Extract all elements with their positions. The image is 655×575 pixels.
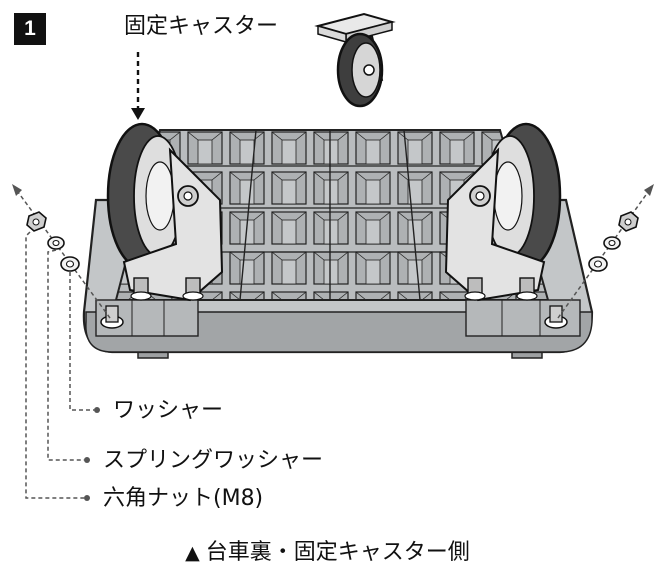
hex-nut-leader-dot [84,495,90,501]
left-spring-washer-icon [47,236,65,250]
spring-washer-leader-dot [84,457,90,463]
spring-washer-leader-line [47,249,84,461]
corner-bolt-right [544,305,568,329]
fixed-caster-label: 固定キャスター [124,14,279,39]
left-washer-icon [60,256,80,272]
washer-label: ワッシャー [113,398,224,423]
right-spring-washer-icon [603,236,621,250]
corner-bolt-left [100,305,124,329]
caster-pointer-arrow [131,52,145,120]
left-caster [106,122,224,302]
caption-text: 台車裏・固定キャスター側 [205,540,470,565]
fixed-caster-icon [314,12,396,108]
right-washer-icon [588,256,608,272]
hex-nut-label: 六角ナット(M8) [103,486,264,511]
right-fastener-set [557,184,654,319]
caption-triangle-marker: ▲ [185,542,200,564]
step-number-badge: 1 [14,13,46,45]
right-hex-nut-icon [618,211,639,232]
left-hex-nut-icon [26,211,47,232]
spring-washer-label: スプリングワッシャー [103,448,324,473]
left-fastener-set [12,184,111,319]
hex-nut-leader-line [25,231,84,499]
right-caster [444,122,562,302]
washer-leader-dot [94,407,100,413]
figure-caption: ▲台車裏・固定キャスター側 [0,540,655,566]
washer-leader-line [69,272,94,411]
